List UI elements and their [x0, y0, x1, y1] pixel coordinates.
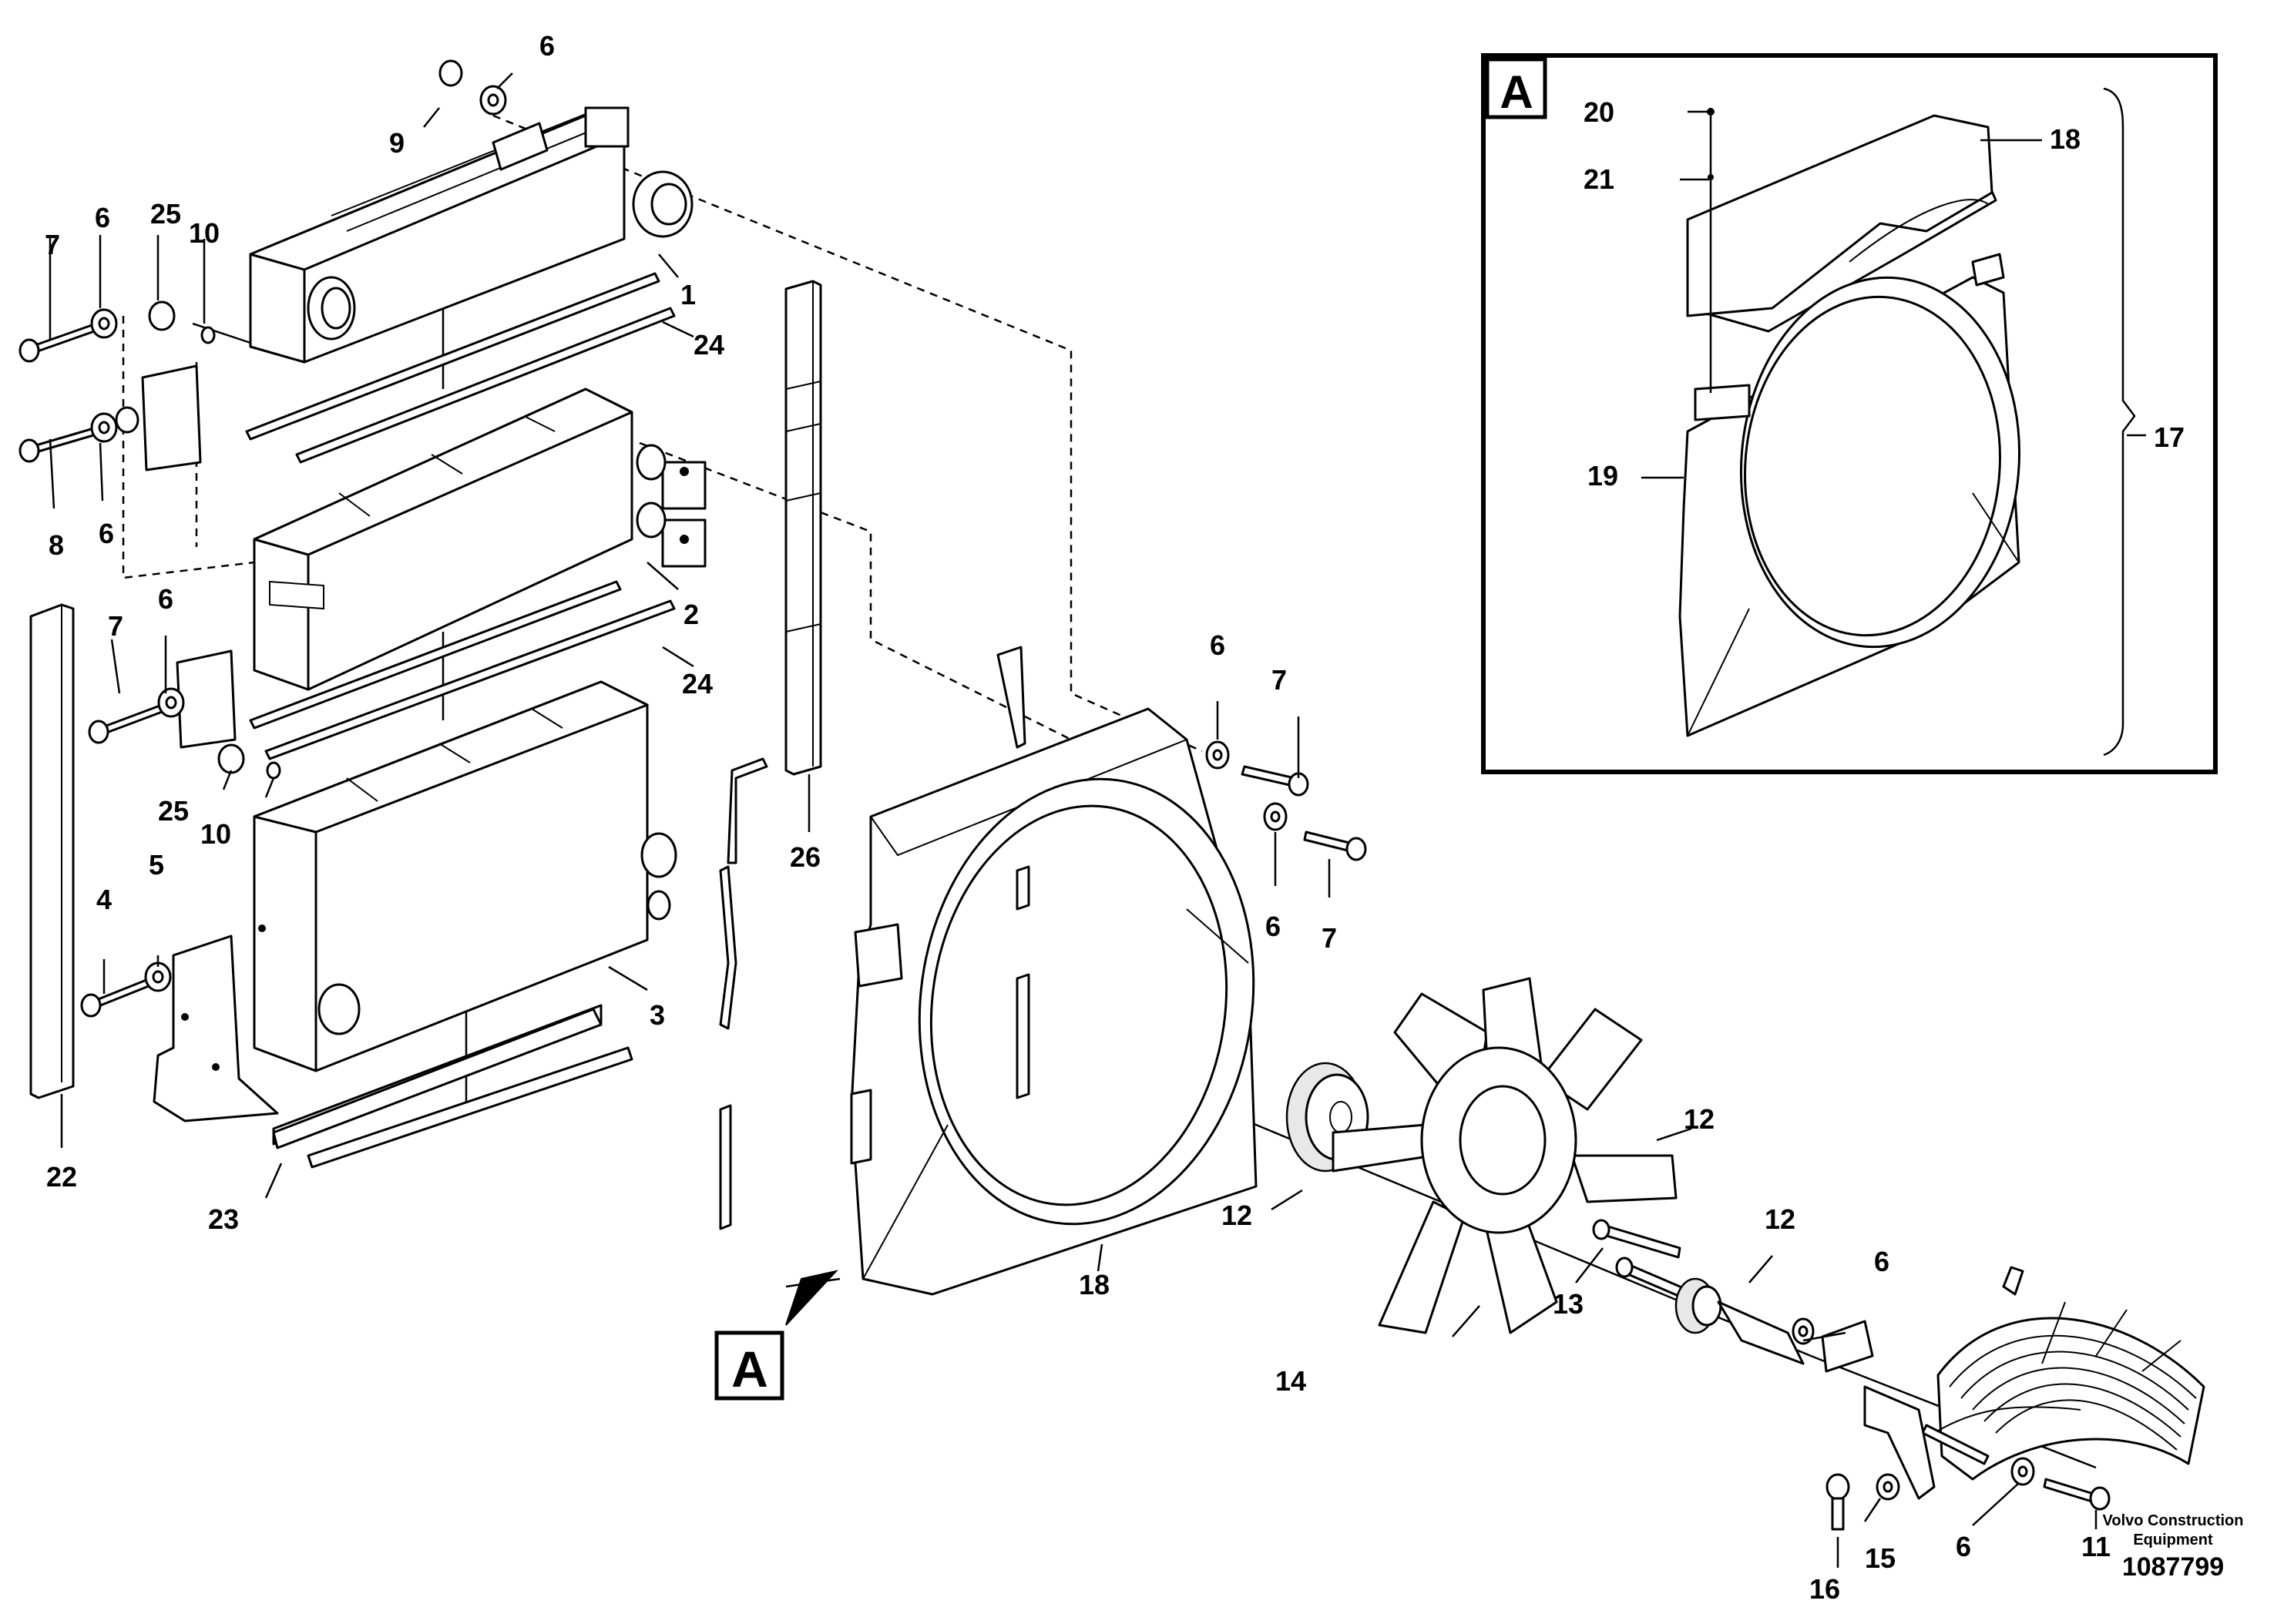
- callout-18: 18: [2050, 123, 2081, 155]
- fan-shroud: [850, 707, 1258, 1296]
- callout-18: 18: [1079, 1269, 1110, 1300]
- view-marker: [714, 1270, 841, 1401]
- guard-brackets: [1821, 1320, 1936, 1500]
- thin-seal-strips: [719, 646, 1026, 1230]
- inset-detail-box: [1481, 53, 2218, 774]
- brand-line-1: Volvo Construction: [2103, 1512, 2244, 1529]
- callout-22: 22: [46, 1161, 77, 1193]
- callout-10: 10: [200, 818, 231, 850]
- mounting-brackets: [141, 364, 237, 749]
- callout-6: 6: [95, 202, 110, 233]
- callout-6: 6: [1265, 911, 1281, 942]
- callout-23: 23: [208, 1203, 239, 1235]
- callout-2: 2: [683, 599, 699, 630]
- callout-24: 24: [682, 668, 713, 700]
- callout-25: 25: [150, 198, 181, 230]
- side-seals: [29, 280, 822, 1099]
- callout-16: 16: [1809, 1573, 1840, 1605]
- callout-26: 26: [790, 841, 821, 873]
- fan-guard: [1921, 1266, 2205, 1481]
- fasteners-right: [1792, 1317, 2111, 1531]
- callout-6: 6: [1210, 629, 1225, 661]
- callout-3: 3: [650, 999, 665, 1031]
- callout-6: 6: [99, 518, 114, 549]
- callout-7: 7: [108, 610, 123, 642]
- callout-12: 12: [1221, 1200, 1252, 1231]
- charge-air-cooler: [249, 106, 694, 364]
- callout-9: 9: [389, 127, 405, 159]
- fasteners-shroud: [1205, 740, 1367, 861]
- inset-label-letter: A: [1500, 66, 1533, 118]
- callout-15: 15: [1865, 1542, 1896, 1574]
- fasteners-left: [18, 59, 507, 1018]
- callout-24: 24: [694, 329, 724, 361]
- callout-8: 8: [49, 529, 64, 561]
- view-marker-letter: A: [731, 1340, 768, 1398]
- callout-12: 12: [1765, 1203, 1795, 1235]
- callout-10: 10: [189, 217, 220, 249]
- callout-leaders: [49, 72, 2098, 1568]
- callout-25: 25: [158, 795, 189, 827]
- callout-20: 20: [1584, 96, 1614, 128]
- callout-12: 12: [1684, 1103, 1715, 1135]
- callout-19: 19: [1587, 460, 1618, 492]
- drawing-number: 1087799: [2122, 1552, 2224, 1582]
- brand-line-2: Equipment: [2133, 1532, 2213, 1549]
- callout-14: 14: [1275, 1365, 1306, 1397]
- radiator: [253, 680, 677, 1072]
- callout-17: 17: [2154, 421, 2185, 453]
- fan-hub: [1592, 1219, 1805, 1365]
- oil-cooler: [253, 388, 707, 691]
- callout-7: 7: [45, 229, 60, 260]
- callout-labels: 1 2 3 4 5 6 6 6 6 6 6 6 6 7 7 7 7 8 9 10…: [45, 30, 2185, 1605]
- callout-1: 1: [680, 279, 696, 310]
- callout-7: 7: [1322, 922, 1337, 954]
- fan: [1332, 977, 1678, 1334]
- callout-11: 11: [2081, 1531, 2111, 1562]
- drawing-title-block: Volvo Construction Equipment 1087799: [2103, 1512, 2244, 1582]
- callout-4: 4: [96, 884, 112, 915]
- callout-21: 21: [1584, 163, 1614, 195]
- callout-7: 7: [1271, 664, 1287, 696]
- callout-5: 5: [149, 849, 164, 881]
- callout-6: 6: [1874, 1246, 1889, 1277]
- lower-bracket: [153, 934, 603, 1149]
- callout-6: 6: [158, 583, 173, 615]
- callout-6: 6: [1956, 1531, 1971, 1562]
- callout-6: 6: [539, 30, 555, 62]
- callout-13: 13: [1553, 1288, 1584, 1320]
